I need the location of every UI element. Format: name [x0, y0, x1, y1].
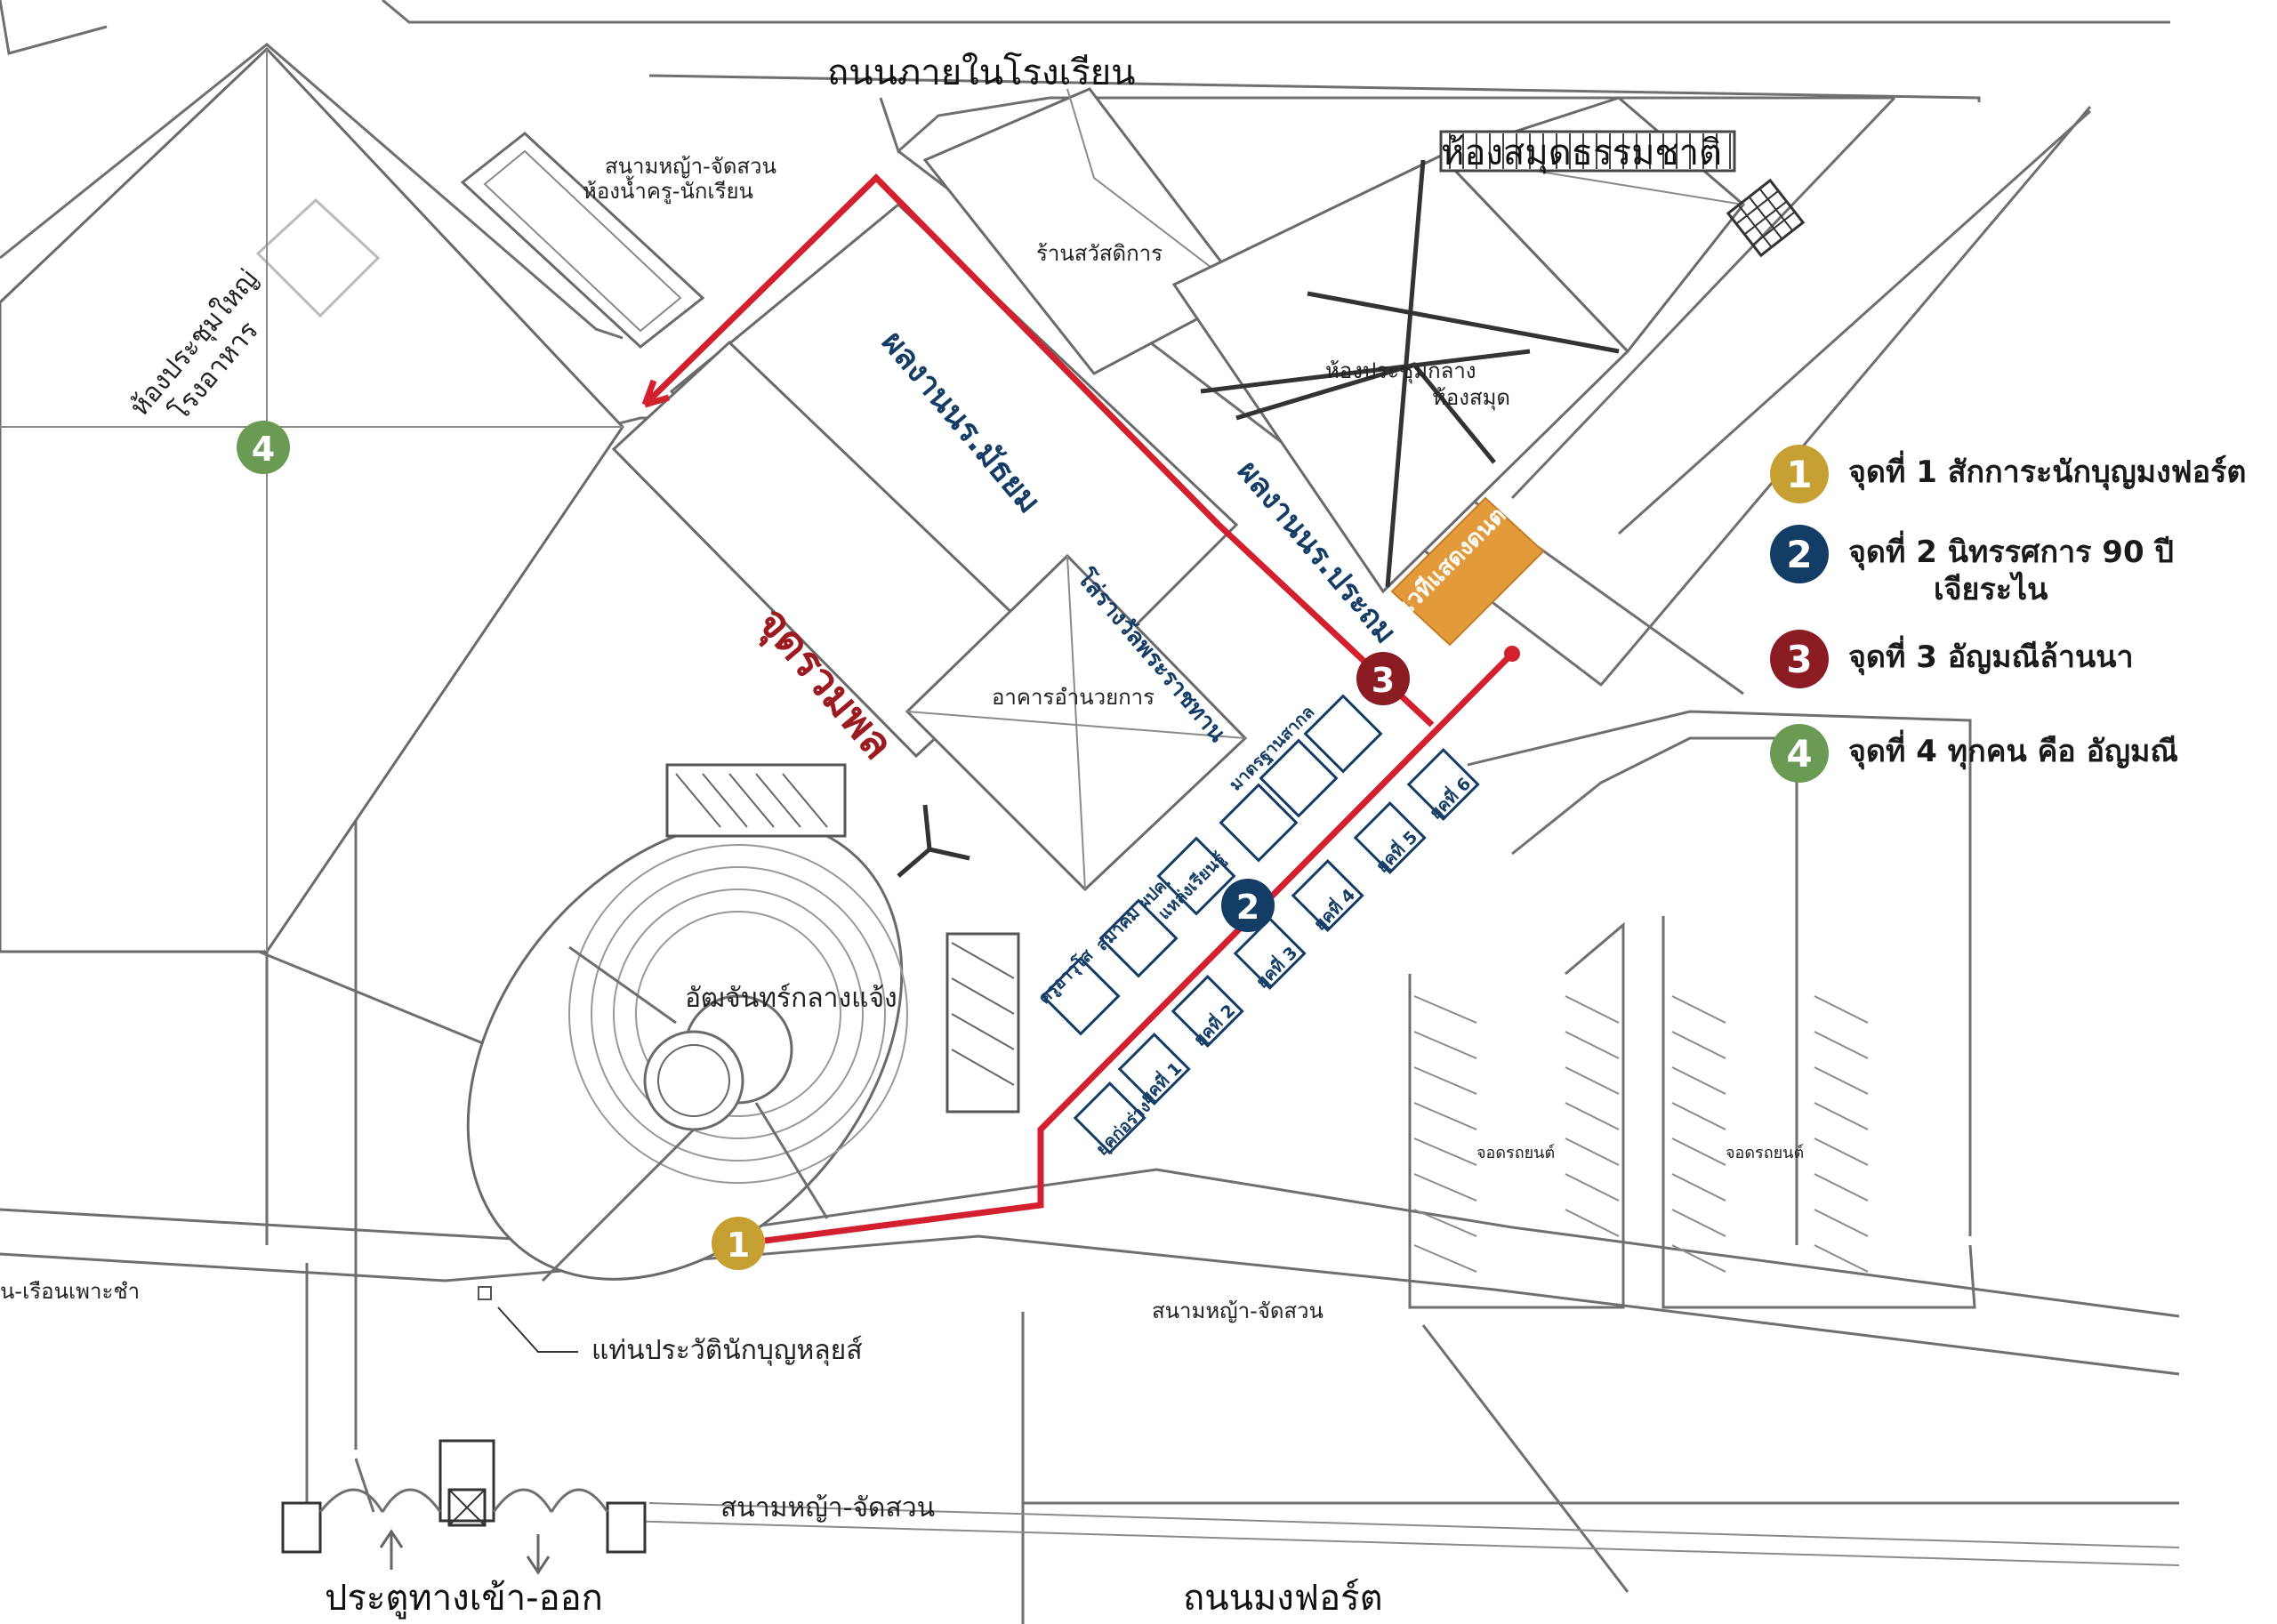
music-stage [1390, 496, 1545, 647]
marker-2: 2 [1221, 879, 1275, 932]
admin-building-label: อาคารอำนวยการ [992, 685, 1155, 710]
legend-badge-2: 2 [1770, 525, 1829, 583]
library-label: ห้องสมุดธรรมชาติ [1441, 133, 1722, 174]
road-top-label: ถนนภายในโรงเรียน [827, 52, 1135, 93]
legend-text-4: จุดที่ 4 ทุกคน คือ อัญมณี [1848, 734, 2178, 769]
era-booths [1073, 747, 1480, 1155]
central-hall-label: ห้องประชุมกลาง [1325, 358, 1476, 384]
legend-text-3: จุดที่ 3 อัญมณีล้านนา [1848, 639, 2134, 675]
legend-badge-4: 4 [1770, 724, 1829, 783]
parking-1-label: จอดรถยนต์ [1476, 1144, 1555, 1162]
memorial-marker [478, 1286, 578, 1353]
lawn-top-label: สนามหญ้า-จัดสวน [605, 154, 776, 179]
admin-building [905, 553, 1248, 892]
parking-lot-2 [1661, 916, 1976, 1309]
left-edge-label: น-เรือนเพาะชำ [0, 1279, 140, 1304]
svg-text:1: 1 [727, 1226, 750, 1265]
restroom-label: ห้องน้ำครู-นักเรียน [583, 175, 753, 205]
restroom-block [460, 132, 705, 349]
marker-3: 3 [1356, 652, 1410, 705]
legend-item-4: 4 จุดที่ 4 ทุกคน คือ อัญมณี [1770, 724, 2268, 783]
library-area [1439, 130, 1806, 258]
legend-item-1: 1 จุดที่ 1 สักการะนักบุญมงฟอร์ต [1770, 445, 2268, 503]
svg-text:2: 2 [1236, 888, 1259, 927]
memorial-label: แท่นประวัตินักบุญหลุยส์ [591, 1335, 863, 1367]
legend-badge-3: 3 [1770, 630, 1829, 688]
marker-1: 1 [712, 1217, 765, 1270]
lawn-bottom-label: สนามหญ้า-จัดสวน [720, 1492, 935, 1524]
legend-item-2: 2 จุดที่ 2 นิทรรศการ 90 ปี เจียระไน [1770, 525, 2268, 608]
gate-label: ประตูทางเข้า-ออก [325, 1578, 603, 1619]
legend-text-2: จุดที่ 2 นิทรรศการ 90 ปี เจียระไน [1848, 525, 2174, 608]
gate [281, 1439, 647, 1575]
parking-lot-1 [1408, 921, 1625, 1309]
route-end-dot [1504, 646, 1520, 662]
exhibit-booths [1041, 694, 1383, 1036]
marker-4: 4 [237, 421, 290, 474]
amphitheatre-label: อัฒจันทร์กลางแจ้ง [685, 983, 897, 1014]
welfare-shop-label: ร้านสวัสดิการ [1036, 241, 1163, 266]
svg-text:3: 3 [1372, 661, 1395, 700]
lawn-mid-label: สนามหญ้า-จัดสวน [1152, 1298, 1324, 1323]
road-bottom-label: ถนนมงฟอร์ต [1183, 1578, 1383, 1619]
parking-2-label: จอดรถยนต์ [1726, 1144, 1804, 1162]
legend-text-2-sub: เจียระไน [1934, 572, 2048, 607]
legend-item-3: 3 จุดที่ 3 อัญมณีล้านนา [1770, 630, 2268, 688]
svg-text:4: 4 [252, 430, 275, 469]
central-library-label: ห้องสมุด [1432, 385, 1510, 411]
legend-badge-1: 1 [1770, 445, 1829, 503]
amphitheatre [466, 763, 1020, 1282]
legend-text-1: จุดที่ 1 สักการะนักบุญมงฟอร์ต [1848, 454, 2247, 490]
legend-text-2-main: จุดที่ 2 นิทรรศการ 90 ปี [1848, 535, 2175, 570]
route-arrowhead [641, 379, 670, 408]
legend: 1 จุดที่ 1 สักการะนักบุญมงฟอร์ต 2 จุดที่… [1770, 445, 2268, 804]
route-line-upper [642, 173, 1435, 728]
route-line [764, 651, 1515, 1244]
